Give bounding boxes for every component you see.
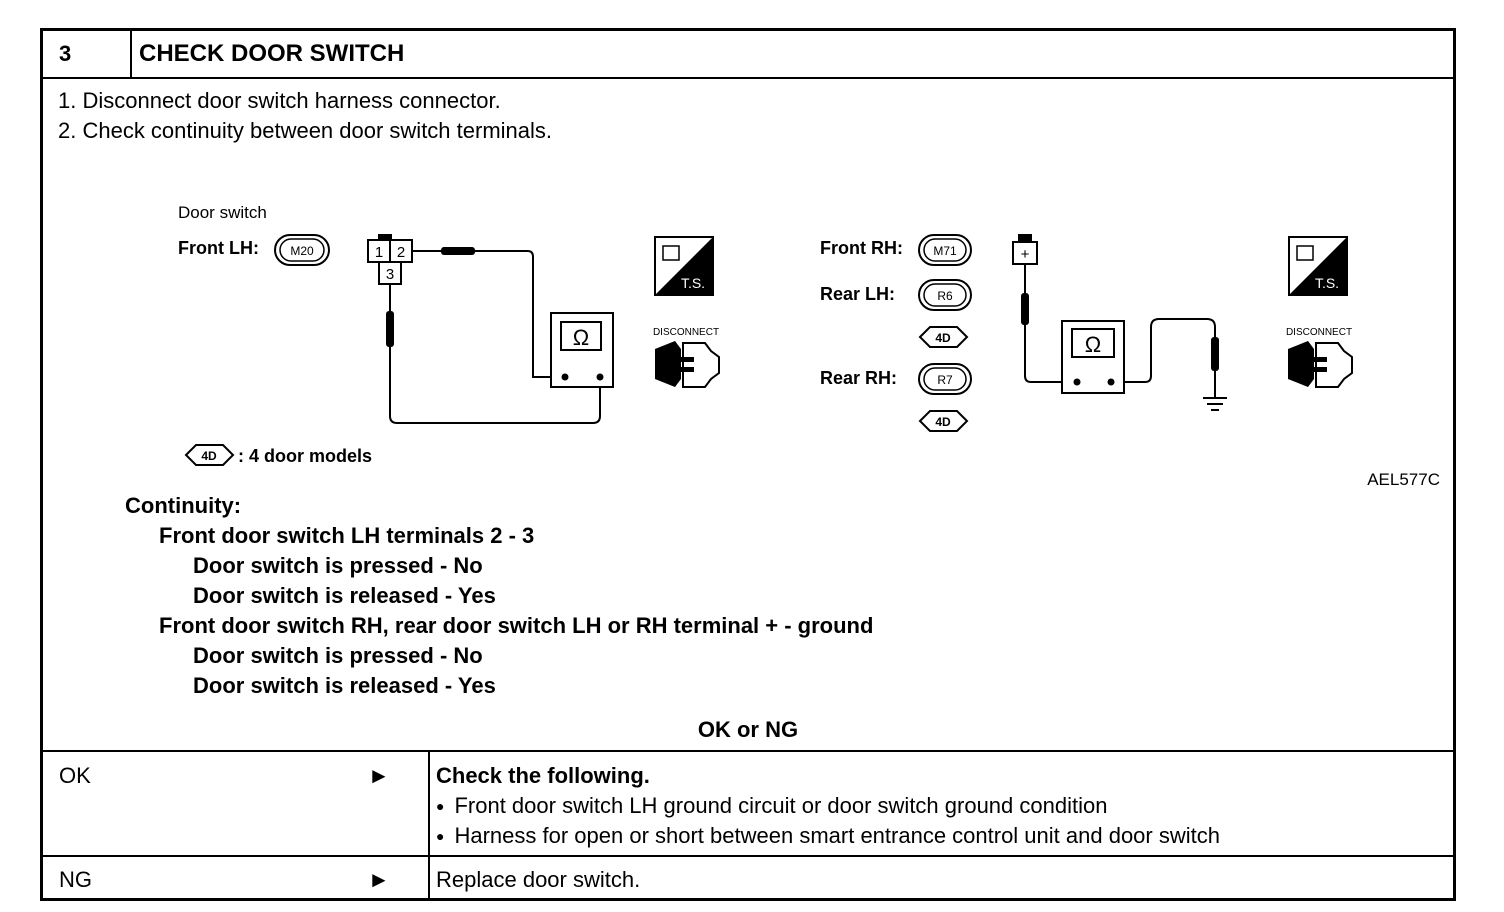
ohm-symbol-rh: Ω — [1085, 332, 1101, 357]
ohmmeter-rh: Ω — [1061, 320, 1125, 394]
decision-label: OK or NG — [697, 717, 799, 742]
ng-row-divider — [43, 855, 1453, 857]
rear-rh-label: Rear RH: — [820, 368, 897, 388]
bullet-icon: ● — [436, 828, 445, 844]
r6-text: R6 — [937, 289, 953, 303]
continuity-line-6: Door switch is released - Yes — [193, 673, 496, 698]
legend-text: : 4 door models — [238, 446, 372, 466]
disconnect-text-rh: DISCONNECT — [1286, 327, 1352, 338]
instruction-2: 2. Check continuity between door switch … — [58, 118, 553, 143]
ok-item-1-text: Front door switch LH ground circuit or d… — [454, 793, 1108, 818]
ground-symbol — [1203, 397, 1227, 411]
ng-label: NG — [59, 867, 92, 892]
four-door-badge-1: 4D — [918, 326, 969, 348]
legend-badge-text: 4D — [201, 449, 217, 463]
front-lh-label: Front LH: — [178, 238, 259, 258]
ok-item-2-text: Harness for open or short between smart … — [454, 823, 1220, 848]
four-door-legend: 4D : 4 door models — [184, 444, 372, 466]
ok-heading: Check the following. — [436, 763, 650, 788]
continuity-line-5: Door switch is pressed - No — [193, 643, 483, 668]
ok-item-1: ● Front door switch LH ground circuit or … — [436, 793, 1107, 819]
terminal-3: 3 — [386, 266, 394, 283]
figure-code: AEL577C — [1367, 470, 1440, 489]
four-door-badge-2: 4D — [918, 410, 969, 432]
procedure-table: 3 CHECK DOOR SWITCH 1. Disconnect door s… — [40, 28, 1456, 901]
ts-text-lh: T.S. — [681, 275, 705, 291]
m71-text: M71 — [933, 244, 957, 258]
connector-m20-badge: M20 — [274, 234, 330, 266]
step-number: 3 — [59, 41, 72, 66]
plus-terminal: + — [1021, 246, 1030, 263]
header-divider — [130, 31, 132, 77]
disconnect-text-lh: DISCONNECT — [653, 327, 719, 338]
ok-arrow-icon: ► — [368, 763, 390, 788]
switch-connector-rh: + — [1012, 234, 1038, 265]
r7-text: R7 — [937, 373, 953, 387]
step-title: CHECK DOOR SWITCH — [139, 40, 405, 67]
connector-r7-badge: R7 — [918, 363, 972, 395]
rear-lh-label: Rear LH: — [820, 284, 895, 304]
switch-connector-lh: 1 2 3 — [367, 234, 413, 285]
result-column-divider — [428, 750, 430, 901]
wiring-diagram: Door switch Front LH: M20 1 2 3 Ω — [178, 203, 1440, 489]
continuity-line-3: Door switch is released - Yes — [193, 583, 496, 608]
ts-text-rh: T.S. — [1315, 275, 1339, 291]
ts-icon: T.S. — [654, 236, 714, 296]
ohm-symbol-lh: Ω — [573, 325, 589, 350]
ohmmeter-lh: Ω — [550, 312, 614, 388]
ok-row-divider — [43, 750, 1453, 752]
step-header: 3 CHECK DOOR SWITCH — [43, 31, 1453, 79]
m20-text: M20 — [290, 244, 314, 258]
ng-arrow-icon: ► — [368, 867, 390, 892]
ts-icon-rh: T.S. — [1288, 236, 1348, 296]
disconnect-icon-rh: DISCONNECT — [1286, 327, 1353, 388]
continuity-heading: Continuity: — [125, 493, 242, 518]
ok-label: OK — [59, 763, 91, 788]
ok-item-2: ● Harness for open or short between smart… — [436, 823, 1220, 849]
connector-m71-badge: M71 — [918, 234, 972, 266]
bullet-icon: ● — [436, 798, 445, 814]
ng-text: Replace door switch. — [436, 867, 641, 892]
badge-4d-text-1: 4D — [935, 331, 951, 345]
disconnect-icon: DISCONNECT — [653, 327, 720, 388]
front-rh-label: Front RH: — [820, 238, 903, 258]
connector-r6-badge: R6 — [918, 279, 972, 311]
terminal-2: 2 — [397, 244, 405, 261]
door-switch-label: Door switch — [178, 203, 267, 222]
continuity-line-2: Door switch is pressed - No — [193, 553, 483, 578]
continuity-line-1: Front door switch LH terminals 2 - 3 — [159, 523, 535, 548]
continuity-line-4: Front door switch RH, rear door switch L… — [159, 613, 874, 638]
badge-4d-text-2: 4D — [935, 415, 951, 429]
instruction-1: 1. Disconnect door switch harness connec… — [58, 88, 501, 113]
terminal-1: 1 — [375, 244, 383, 261]
